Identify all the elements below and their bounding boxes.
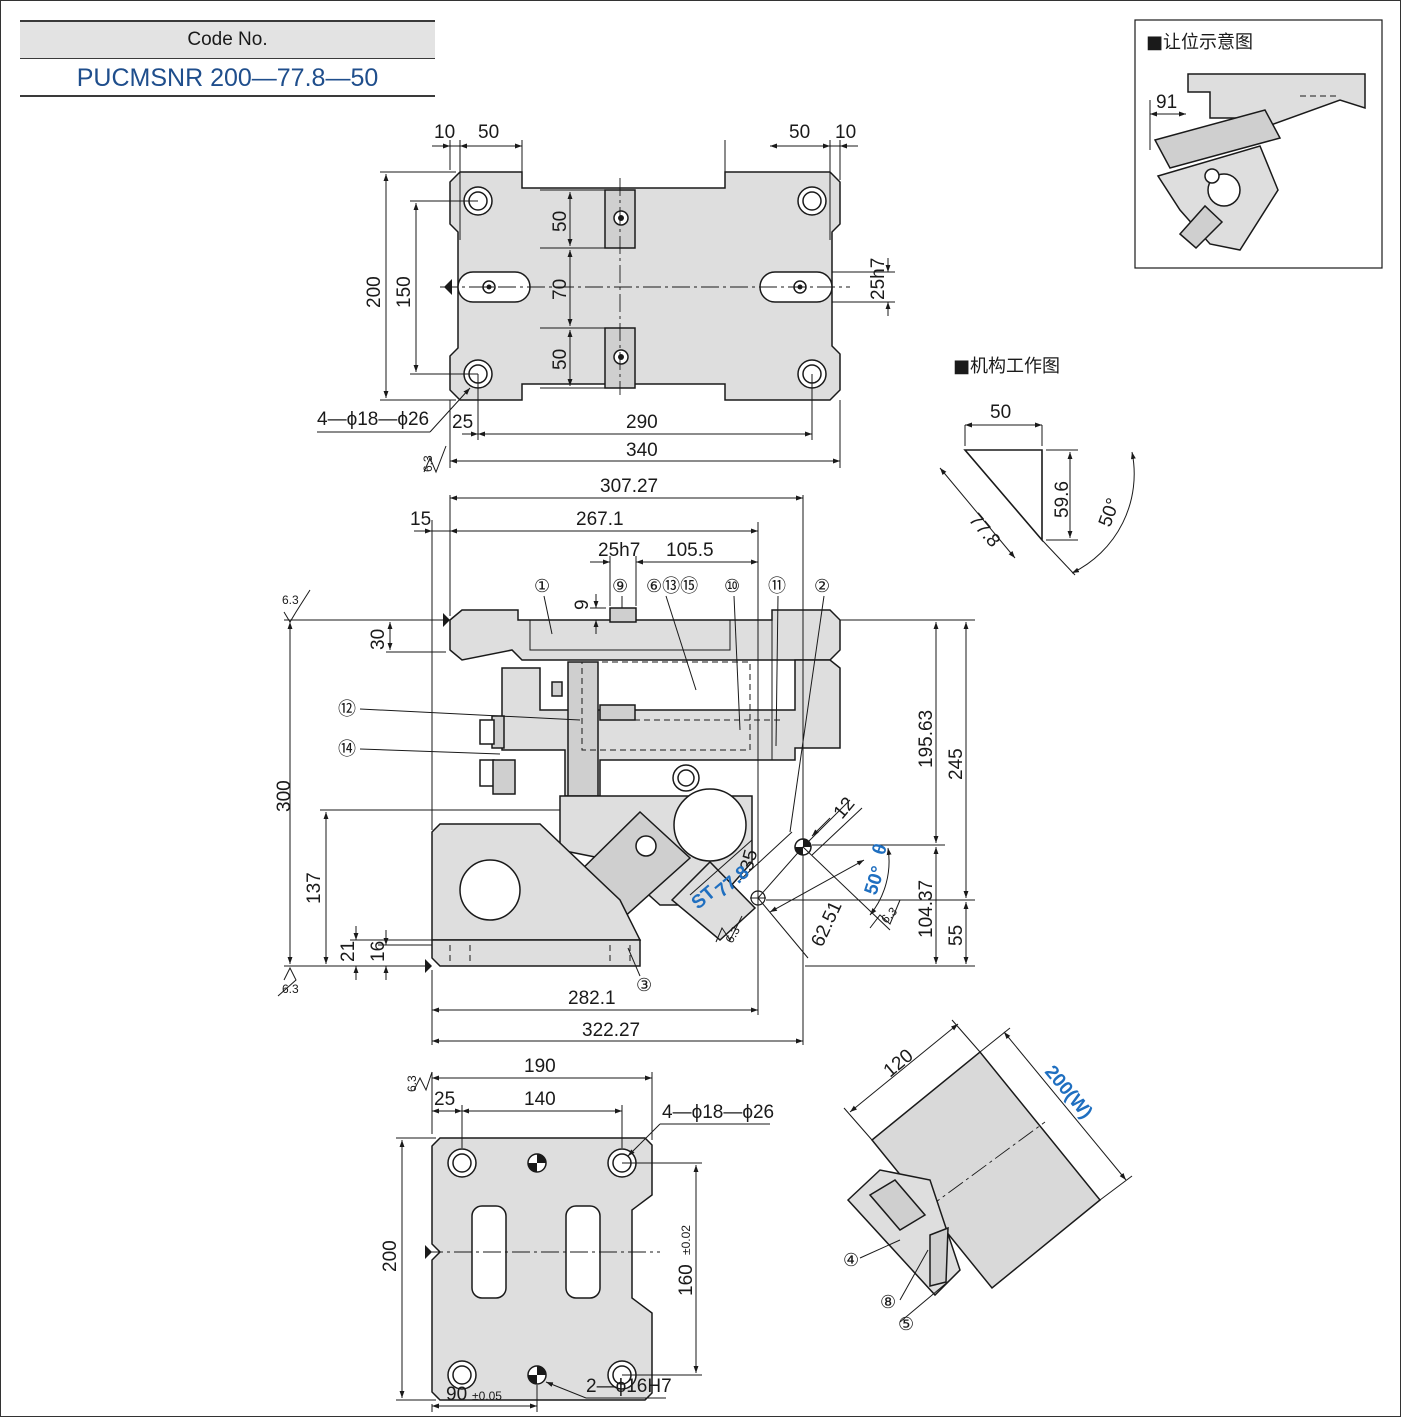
front-base-plate [431, 939, 641, 967]
front-dim-9: 9 [572, 599, 593, 610]
balloon-6-13-15: ⑥⑬⑮ [646, 576, 698, 597]
bottom-dowel-holes [527, 1153, 547, 1385]
top-dim-340: 340 [626, 440, 658, 461]
top-dim-50-upper: 50 [550, 211, 571, 232]
balloon-9: ⑨ [612, 576, 628, 597]
code-number-box: Code No. PUCMSNR 200—77.8—50 [20, 20, 435, 97]
front-dim-55: 55 [946, 925, 967, 946]
bottom-roughness: 6.3 [405, 1075, 419, 1092]
iso-dim-120: 120 [880, 1045, 918, 1081]
top-roughness: 6.3 [421, 455, 435, 472]
front-dim-282-1: 282.1 [568, 988, 616, 1009]
iso-width-label: 200(W) [1040, 1062, 1096, 1123]
front-base-bore [459, 859, 521, 921]
top-dim-25h7: 25h7 [868, 258, 889, 300]
balloon-1: ① [534, 576, 550, 597]
front-stroke-block [670, 860, 757, 941]
code-number-value: PUCMSNR 200—77.8—50 [20, 59, 435, 97]
top-dim-10-left: 10 [434, 122, 455, 143]
iso-balloon-5: ⑤ [898, 1314, 914, 1335]
bottom-view: 190 25 140 6.3 200 160 ±0.02 90 ±0.05 4—… [380, 1056, 774, 1412]
front-dim-300: 300 [274, 780, 295, 812]
top-dim-25: 25 [452, 412, 473, 433]
top-dim-70: 70 [550, 279, 571, 300]
relief-inset-title: ■让位示意图 [1146, 32, 1253, 53]
balloon-2: ② [814, 576, 830, 597]
iso-view: ④ ⑧ ⑤ 120 200(W) [843, 1019, 1133, 1335]
top-dim-200: 200 [364, 276, 385, 308]
front-dim-322-27: 322.27 [582, 1020, 640, 1041]
top-hole-note: 4—ϕ18—ϕ26 [317, 409, 429, 430]
front-cam-roller [673, 788, 747, 862]
bottom-dim-140: 140 [524, 1089, 556, 1110]
balloon-10: ⑩ [724, 576, 740, 597]
front-roughness-top: 6.3 [282, 593, 299, 607]
balloon-11: ⑪ [768, 576, 786, 597]
top-dim-10-right: 10 [835, 122, 856, 143]
front-housing [501, 659, 841, 797]
balloon-3: ③ [636, 975, 652, 996]
front-view: 307.27 15 267.1 25h7 105.5 9 30 300 137 … [274, 476, 975, 1045]
front-dim-15: 15 [410, 509, 431, 530]
front-part-balloons: ① ② ③ ⑨ ⑥⑬⑮ ⑩ ⑪ ⑫ ⑭ [338, 576, 830, 996]
front-dim-137: 137 [304, 872, 325, 904]
iso-balloon-4: ④ [843, 1250, 859, 1271]
relief-slider [1153, 109, 1282, 169]
front-roughness-bottom: 6.3 [282, 982, 299, 996]
balloon-14: ⑭ [338, 739, 356, 760]
relief-inset: ■让位示意图 91 [1134, 19, 1383, 269]
bottom-plate [431, 1137, 653, 1401]
top-dim-50-lower: 50 [550, 349, 571, 370]
bottom-dim-200: 200 [380, 1240, 401, 1272]
iso-balloon-8: ⑧ [880, 1292, 896, 1313]
front-dim-245: 245 [946, 748, 967, 780]
front-slide-bar [567, 661, 599, 797]
code-number-header: Code No. [20, 20, 435, 59]
front-dim-16: 16 [368, 941, 389, 962]
mechanism-dim-50-deg: 50° [1095, 496, 1125, 530]
mechanism-dim-59-6: 59.6 [1052, 481, 1073, 518]
bottom-dim-25: 25 [434, 1089, 455, 1110]
front-dim-105-5: 105.5 [666, 540, 714, 561]
mechanism-dim-77-8: 77.8 [964, 510, 1004, 552]
front-dim-12: 12 [830, 794, 860, 824]
balloon-12: ⑫ [338, 699, 356, 720]
front-angle-tag: θ [869, 841, 892, 857]
mechanism-inset: ■机构工作图 50 77.8 59.6 50° [939, 356, 1136, 576]
front-angle-label: 50° [861, 864, 890, 898]
front-dim-307-27: 307.27 [600, 476, 658, 497]
relief-dim-91: 91 [1156, 92, 1177, 113]
top-dim-50-right: 50 [789, 122, 810, 143]
bottom-dim-190: 190 [524, 1056, 556, 1077]
top-dim-50-left: 50 [478, 122, 499, 143]
top-dim-290: 290 [626, 412, 658, 433]
bottom-dim-160: 160 [676, 1264, 697, 1296]
front-dim-30: 30 [368, 629, 389, 650]
front-dim-21: 21 [338, 941, 359, 962]
front-top-plate [449, 609, 841, 661]
mechanism-inset-title: ■机构工作图 [953, 356, 1060, 377]
front-dim-267-1: 267.1 [576, 509, 624, 530]
top-view: 10 50 50 10 200 150 50 70 50 25h7 25 [317, 122, 895, 474]
front-dim-62-51: 62.51 [807, 898, 846, 950]
front-dim-195-63: 195.63 [916, 710, 937, 768]
top-dim-150: 150 [394, 276, 415, 308]
bottom-tol-90: ±0.05 [472, 1389, 502, 1403]
front-dim-104-37: 104.37 [916, 880, 937, 938]
front-dim-25h7: 25h7 [598, 540, 640, 561]
bottom-hole-note: 4—ϕ18—ϕ26 [662, 1102, 774, 1123]
bottom-pin-note: 2—ϕ16H7 [586, 1376, 672, 1397]
bottom-tol-160: ±0.02 [679, 1225, 693, 1255]
bottom-dim-90: 90 [446, 1384, 467, 1405]
mechanism-dim-50: 50 [990, 402, 1011, 423]
